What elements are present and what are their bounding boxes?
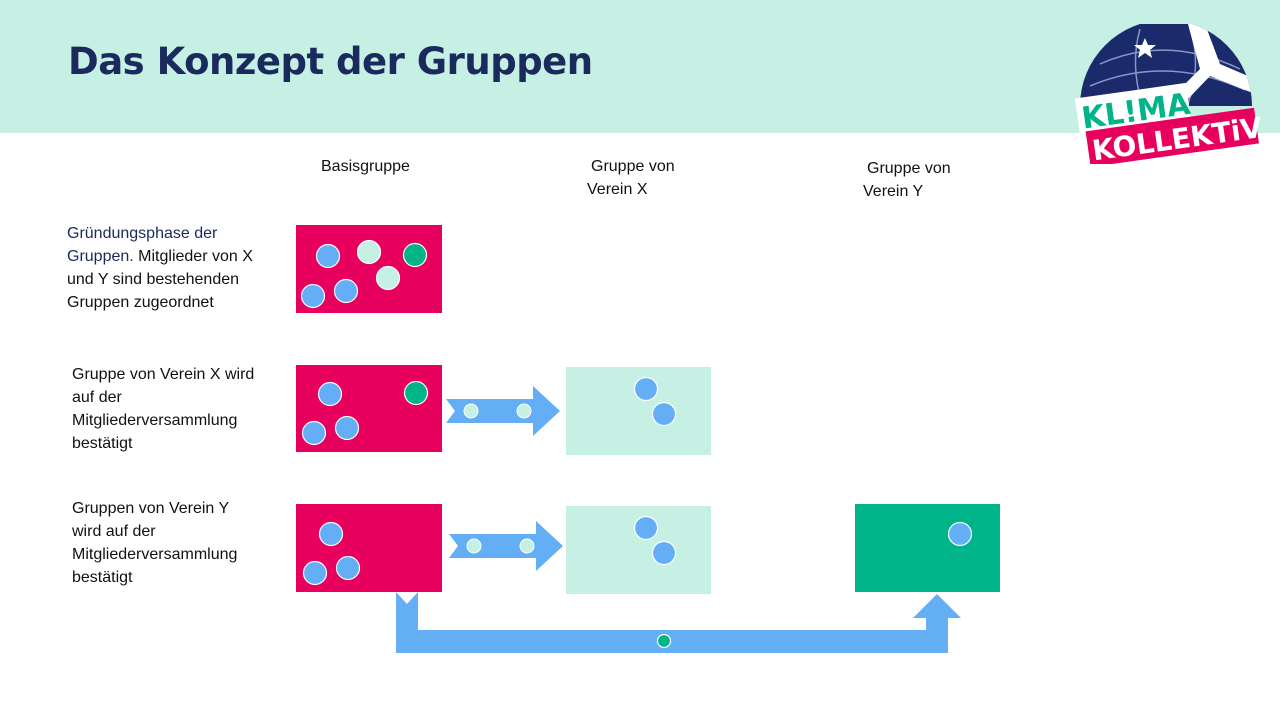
phase3-line2: wird auf der	[72, 523, 156, 540]
column-heading-verein-y: Gruppe von Verein Y	[863, 157, 951, 203]
member-x-circle	[633, 515, 659, 541]
member-x-circle	[947, 521, 973, 547]
phase1-line4: Gruppen zugeordnet	[67, 294, 214, 311]
phase2-line3: Mitgliederversammlung	[72, 412, 238, 429]
member-x-circle	[318, 521, 344, 547]
column-heading-verein-x-line1: Gruppe von	[591, 158, 675, 175]
phase1-line3: und Y sind bestehenden	[67, 271, 240, 288]
member-x-circle	[300, 283, 326, 309]
member-x-circle	[302, 560, 328, 586]
member-neutral-circle	[356, 239, 382, 265]
moving-member-circle	[466, 538, 482, 554]
phase2-line1: Gruppe von Verein X wird	[72, 366, 255, 383]
moving-member-y-circle	[656, 633, 672, 649]
phase2-line2: auf der	[72, 389, 122, 406]
member-x-circle	[651, 401, 677, 427]
phase3-line3: Mitgliederversammlung	[72, 546, 238, 563]
member-x-circle	[335, 555, 361, 581]
member-x-circle	[651, 540, 677, 566]
arrow-right-icon	[449, 521, 563, 571]
verein-y-box-row3	[855, 504, 1000, 592]
phase1-line2-rest: Mitglieder von X	[133, 248, 253, 265]
phase1-accent-line2: Gruppen.	[67, 248, 134, 265]
moving-member-circle	[516, 403, 532, 419]
member-neutral-circle	[375, 265, 401, 291]
column-heading-verein-y-line2: Verein Y	[863, 183, 924, 200]
row-description-phase3: Gruppen von Verein Y wird auf der Mitgli…	[72, 497, 237, 589]
phase3-line1: Gruppen von Verein Y	[72, 500, 230, 517]
member-y-circle	[403, 380, 429, 406]
moving-member-circle	[463, 403, 479, 419]
arrow-right-icon	[446, 386, 560, 436]
column-heading-verein-x-line2: Verein X	[587, 181, 648, 198]
header-band	[0, 0, 1280, 133]
klima-kollektiv-logo: KL!MA KOLLEKTiV	[1074, 24, 1260, 164]
member-x-circle	[301, 420, 327, 446]
member-x-circle	[317, 381, 343, 407]
column-heading-verein-y-line1: Gruppe von	[867, 160, 951, 177]
member-y-circle	[402, 242, 428, 268]
member-x-circle	[315, 243, 341, 269]
phase3-line4: bestätigt	[72, 569, 133, 586]
page-title: Das Konzept der Gruppen	[68, 40, 593, 83]
column-heading-basisgruppe-text: Basisgruppe	[321, 158, 410, 175]
member-x-circle	[633, 376, 659, 402]
column-heading-verein-x: Gruppe von Verein X	[587, 155, 675, 201]
phase2-line4: bestätigt	[72, 435, 133, 452]
phase1-accent-line1: Gründungsphase der	[67, 225, 218, 242]
row-description-phase2: Gruppe von Verein X wird auf der Mitglie…	[72, 363, 254, 455]
member-x-circle	[334, 415, 360, 441]
member-x-circle	[333, 278, 359, 304]
row-description-phase1: Gründungsphase der Gruppen. Mitglieder v…	[67, 222, 253, 314]
column-heading-basisgruppe: Basisgruppe	[321, 155, 410, 178]
star-icon	[1134, 38, 1156, 58]
moving-member-circle	[519, 538, 535, 554]
bent-arrow-icon	[396, 592, 961, 653]
